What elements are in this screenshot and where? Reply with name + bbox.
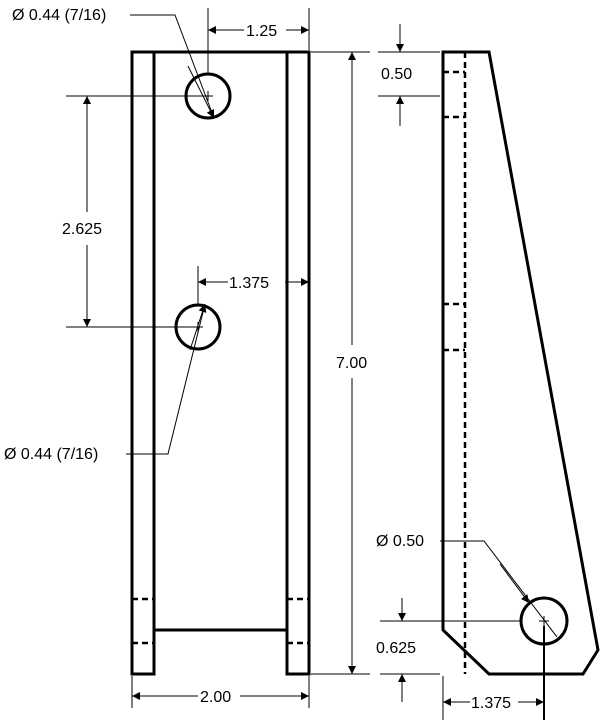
left-plate bbox=[130, 50, 156, 676]
dim-hole-spacing: 2.625 bbox=[62, 95, 208, 328]
dim-side-hole-offset: 1.375 bbox=[442, 626, 545, 720]
middle-hole-diameter-label: Ø 0.44 (7/16) bbox=[4, 446, 98, 463]
dim-side-hole-offset-label: 1.375 bbox=[471, 695, 511, 712]
side-hole-diameter-label: Ø 0.50 bbox=[376, 533, 424, 550]
top-hole-callout: Ø 0.44 (7/16) bbox=[12, 7, 215, 119]
dim-width-label: 2.00 bbox=[200, 689, 231, 706]
right-plate bbox=[285, 50, 311, 676]
dim-middle-offset-label: 1.375 bbox=[229, 275, 269, 292]
dim-top-margin-label: 0.50 bbox=[381, 66, 412, 83]
dim-width: 2.00 bbox=[131, 676, 310, 708]
dim-height: 7.00 bbox=[311, 51, 370, 675]
dim-side-hole-height-label: 0.625 bbox=[376, 640, 416, 657]
side-hole-callout: Ø 0.50 bbox=[376, 533, 558, 638]
dim-middle-offset: 1.375 bbox=[197, 266, 309, 305]
front-view bbox=[130, 50, 311, 676]
dim-top-margin: 0.50 bbox=[378, 24, 440, 126]
side-view bbox=[441, 50, 600, 676]
dim-side-hole-height: 0.625 bbox=[376, 598, 521, 702]
dim-top-offset: 1.25 bbox=[207, 8, 310, 75]
dim-top-offset-label: 1.25 bbox=[246, 23, 277, 40]
side-profile bbox=[441, 50, 600, 676]
top-hole-diameter-label: Ø 0.44 (7/16) bbox=[12, 7, 106, 24]
dim-height-label: 7.00 bbox=[336, 355, 367, 372]
dim-hole-spacing-label: 2.625 bbox=[62, 221, 102, 238]
